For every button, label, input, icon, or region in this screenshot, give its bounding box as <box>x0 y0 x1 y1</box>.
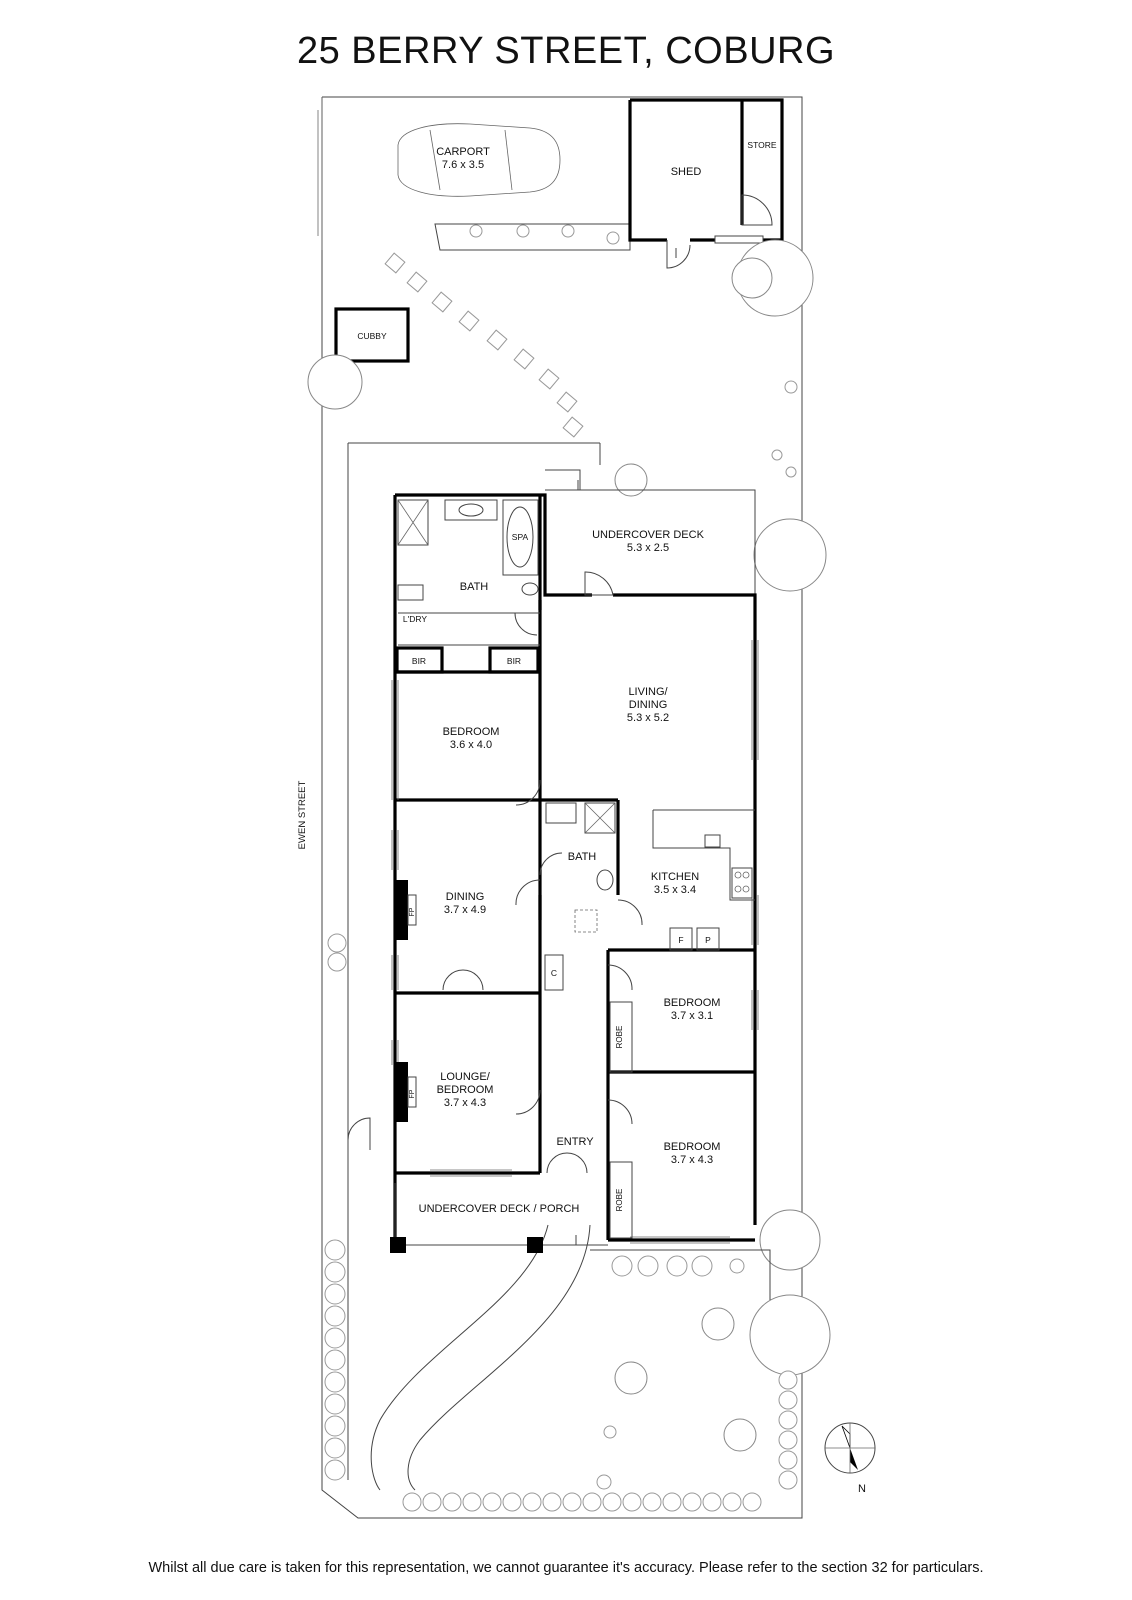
compass <box>824 1422 876 1474</box>
robe-front <box>609 1161 633 1239</box>
robe-mid-label: ROBE <box>615 1026 624 1049</box>
cupboard-label: C <box>551 968 557 978</box>
path-pavers <box>469 224 620 245</box>
cubby-label: CUBBY <box>357 331 387 341</box>
carport-path <box>434 223 631 251</box>
shed-label: SHED <box>671 166 702 178</box>
house-walls <box>393 493 757 1242</box>
porch <box>390 1183 608 1253</box>
living-label-2: DINING <box>629 699 668 711</box>
dining-size: 3.7 x 4.9 <box>444 904 486 916</box>
bedroom-mid-size: 3.7 x 3.1 <box>671 1010 713 1022</box>
plan-title: 25 BERRY STREET, COBURG <box>296 30 836 72</box>
bath-main-fixtures <box>397 499 540 646</box>
car-outline <box>397 123 561 197</box>
deck-rear-size: 5.3 x 2.5 <box>627 542 669 554</box>
kitchen-label: KITCHEN <box>651 871 699 883</box>
doors <box>442 571 643 1174</box>
fp-dining-label: FP <box>409 907 416 916</box>
living-size: 5.3 x 5.2 <box>627 712 669 724</box>
compass-north-label: N <box>858 1483 866 1495</box>
hedge-right <box>778 1370 798 1490</box>
living-label-1: LIVING/ <box>628 686 668 698</box>
stepping-stones <box>384 252 584 438</box>
carport-size: 7.6 x 3.5 <box>442 159 484 171</box>
fridge-label: F <box>678 935 683 945</box>
robe-front-label: ROBE <box>615 1189 624 1212</box>
lounge-label-1: LOUNGE/ <box>440 1071 490 1083</box>
bir-left-label: BIR <box>412 656 426 666</box>
shed <box>628 98 784 269</box>
fp-lounge-label: FP <box>409 1089 416 1098</box>
bath-main-label: BATH <box>460 581 489 593</box>
bath-small-label: BATH <box>568 851 597 863</box>
front-garden <box>347 1117 771 1491</box>
porch-label: UNDERCOVER DECK / PORCH <box>419 1203 580 1215</box>
street-label: EWEN STREET <box>297 781 308 850</box>
pantry-label: P <box>705 935 711 945</box>
spa-label: SPA <box>512 532 529 542</box>
deck-rear-label: UNDERCOVER DECK <box>592 529 705 541</box>
fireplace-lounge <box>396 1062 417 1122</box>
bedroom-front-label: BEDROOM <box>664 1141 721 1153</box>
fireplace-dining <box>396 880 417 940</box>
kitchen-benches <box>652 809 755 951</box>
lounge-size: 3.7 x 4.3 <box>444 1097 486 1109</box>
dining-label: DINING <box>446 891 485 903</box>
bir-left <box>395 646 444 674</box>
store-label: STORE <box>747 140 776 150</box>
property-boundary <box>317 96 803 1519</box>
bir-right <box>488 646 540 674</box>
trees <box>307 239 831 1376</box>
bedroom-front-size: 3.7 x 4.3 <box>671 1154 713 1166</box>
bedroom-mid-label: BEDROOM <box>664 997 721 1009</box>
lounge-label-2: BEDROOM <box>437 1084 494 1096</box>
undercover-deck-rear <box>545 469 756 595</box>
bedroom-rear-size: 3.6 x 4.0 <box>450 739 492 751</box>
robe-mid <box>609 1001 633 1073</box>
shrubs <box>327 380 798 1490</box>
hedge-bottom <box>402 1492 762 1512</box>
bir-right-label: BIR <box>507 656 521 666</box>
laundry-label: L'DRY <box>403 614 427 624</box>
entry-label: ENTRY <box>556 1136 594 1148</box>
cubby <box>334 307 410 363</box>
carport-label: CARPORT <box>436 146 490 158</box>
bath-small-fixtures <box>545 802 616 933</box>
kitchen-size: 3.5 x 3.4 <box>654 884 696 896</box>
hedge-left <box>324 1239 346 1481</box>
windows <box>391 640 759 1244</box>
disclaimer: Whilst all due care is taken for this re… <box>148 1560 984 1576</box>
bedroom-rear-label: BEDROOM <box>443 726 500 738</box>
cupboard <box>544 954 564 991</box>
